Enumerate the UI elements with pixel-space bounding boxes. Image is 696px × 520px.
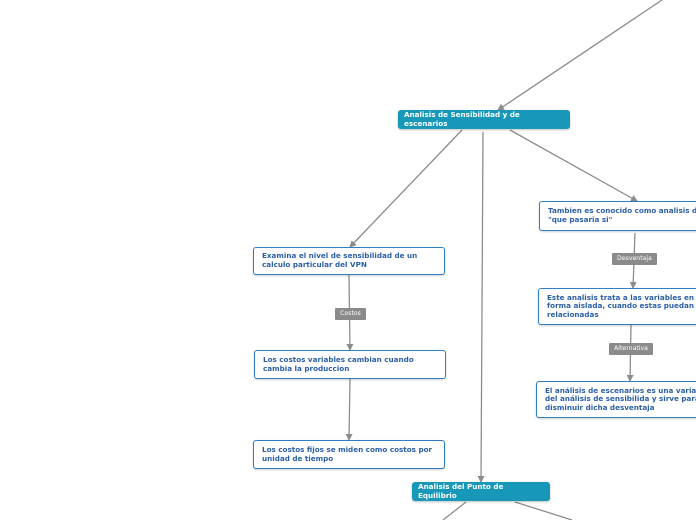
edge-variables-to-fijos bbox=[345, 378, 353, 441]
node-analisis-sensibilidad[interactable]: Analisis de Sensibilidad y de escenarios bbox=[398, 110, 570, 129]
node-costos-variables[interactable]: Los costos variables cambian cuando camb… bbox=[254, 350, 446, 379]
node-que-pasaria-si[interactable]: Tambien es conocido como analisis de "qu… bbox=[539, 201, 696, 231]
edge-parent-to-sensibilidad bbox=[497, 0, 663, 111]
node-variables-aislada[interactable]: Este analisis trata a las variables en f… bbox=[538, 288, 696, 325]
edge-sensibilidad-to-conocido bbox=[509, 129, 638, 202]
node-punto-equilibrio[interactable]: Analisis del Punto de Equilibrio bbox=[412, 482, 550, 501]
edge-equilibrio-left bbox=[442, 501, 467, 520]
edge-equilibrio-right bbox=[514, 501, 573, 520]
node-examina-sensibilidad[interactable]: Examina el nivel de sensibilidad de un c… bbox=[253, 247, 445, 275]
edge-label-desventaja: Desventaja bbox=[612, 253, 657, 265]
edge-sensibilidad-to-examina bbox=[349, 129, 463, 248]
edge-label-costos: Costos bbox=[335, 308, 366, 320]
edge-label-alternativa: Alternativa bbox=[609, 343, 653, 355]
node-analisis-escenarios[interactable]: El análisis de escenarios es una variant… bbox=[536, 381, 696, 418]
edge-sensibilidad-to-equilibrio bbox=[477, 131, 485, 483]
node-costos-fijos[interactable]: Los costos fijos se miden como costos po… bbox=[253, 440, 445, 469]
